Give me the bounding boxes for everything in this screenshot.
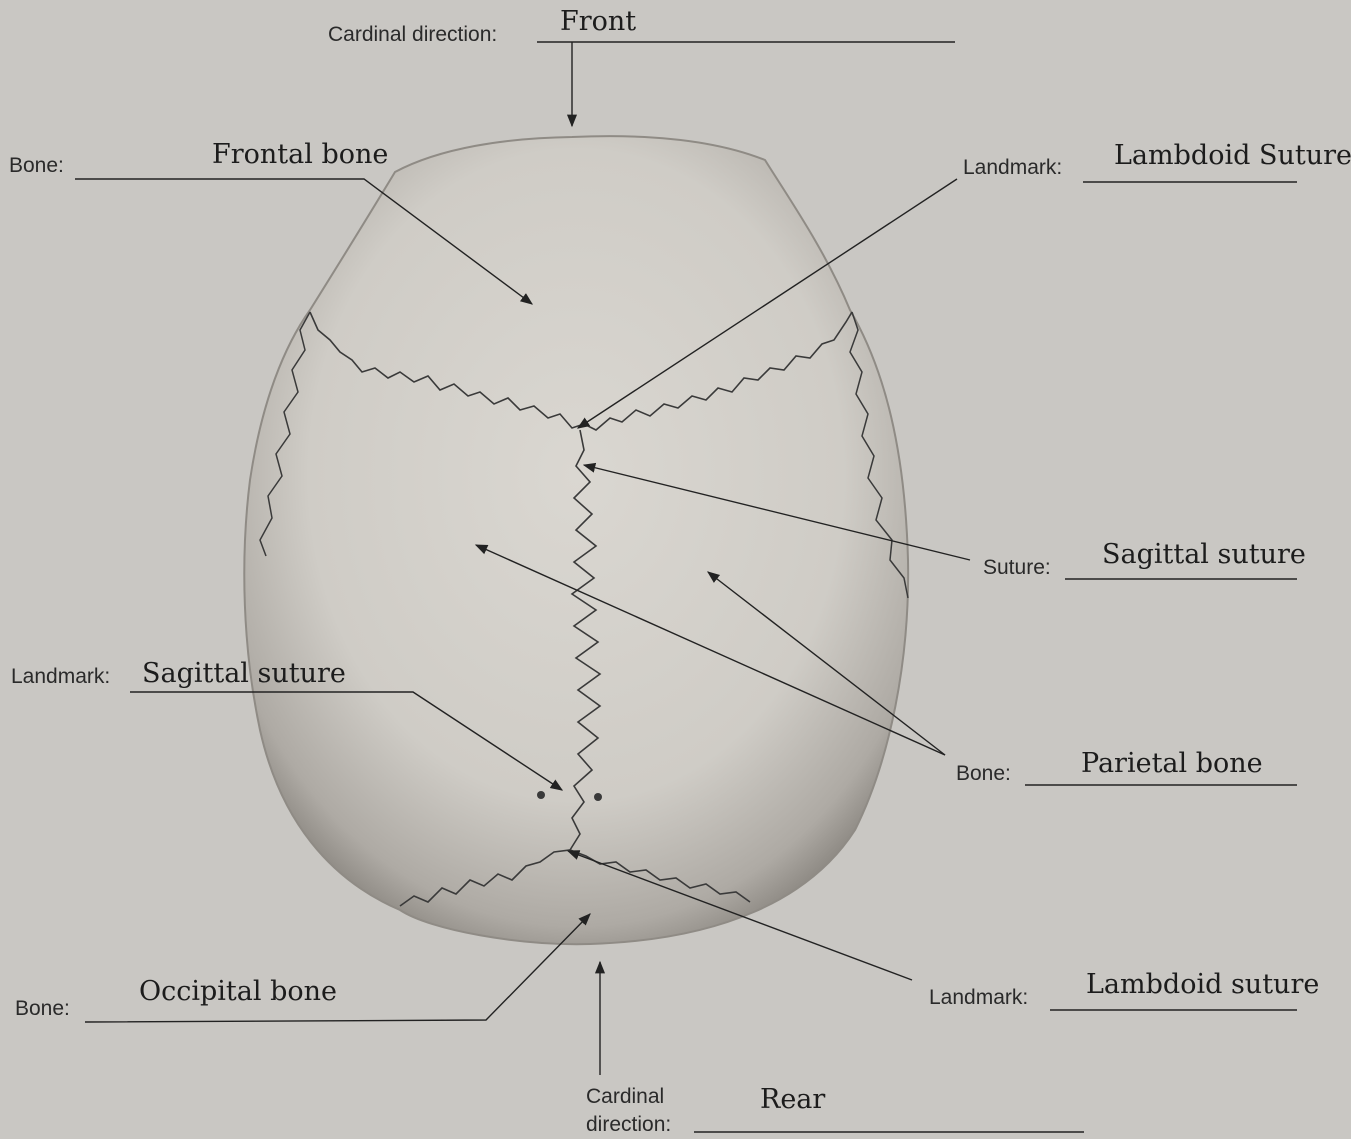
occipital-bone-answer: Occipital bone xyxy=(139,978,337,1005)
parietal-foramen-left xyxy=(537,791,545,799)
rear-answer: Rear xyxy=(760,1086,825,1113)
landmark-bottom-answer: Lambdoid suture xyxy=(1086,971,1319,998)
parietal-bone-answer: Parietal bone xyxy=(1081,750,1263,777)
suture-right-answer: Sagittal suture xyxy=(1102,541,1306,568)
frontal-bone-answer: Frontal bone xyxy=(212,141,388,168)
landmark-bottom-prompt: Landmark: xyxy=(929,987,1028,1008)
frontal-bone-prompt: Bone: xyxy=(9,155,64,176)
landmark-top-answer: Lambdoid Suture xyxy=(1114,142,1351,169)
parietal-foramen-right xyxy=(594,793,602,801)
suture-right-prompt: Suture: xyxy=(983,557,1051,578)
occipital-bone-prompt: Bone: xyxy=(15,998,70,1019)
rear-prompt-line1: Cardinal xyxy=(586,1086,664,1107)
skull-outline xyxy=(244,136,908,944)
rear-prompt-line2: direction: xyxy=(586,1114,671,1135)
parietal-bone-prompt: Bone: xyxy=(956,763,1011,784)
landmark-left-answer: Sagittal suture xyxy=(142,660,346,687)
landmark-top-prompt: Landmark: xyxy=(963,157,1062,178)
front-prompt: Cardinal direction: xyxy=(328,24,497,45)
landmark-left-prompt: Landmark: xyxy=(11,666,110,687)
front-answer: Front xyxy=(560,8,636,35)
